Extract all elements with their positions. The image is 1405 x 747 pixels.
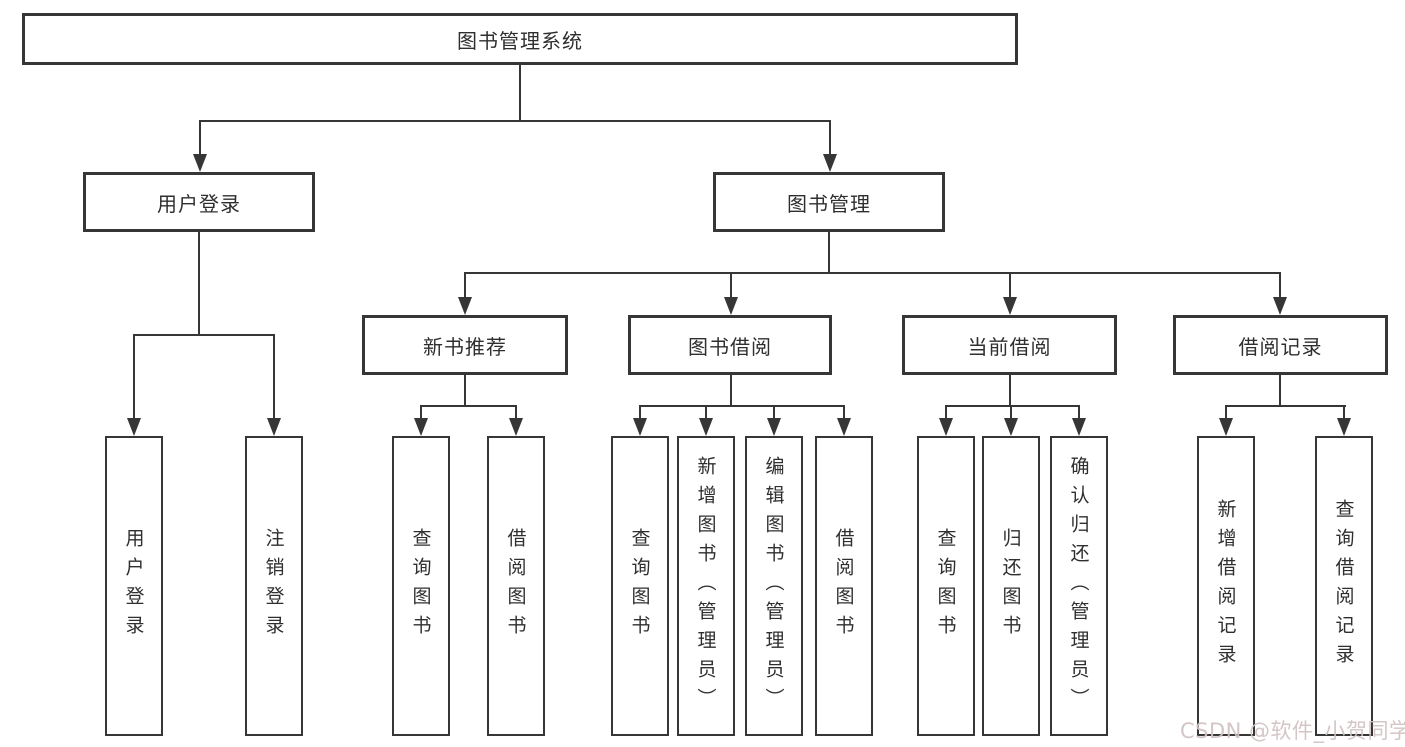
arrow-down-icon [767, 418, 781, 436]
arrow-down-icon [939, 418, 953, 436]
connector-bus [1225, 405, 1346, 407]
arrow-down-icon [1004, 418, 1018, 436]
arrow-down-icon [127, 418, 141, 436]
connector-root-bus [199, 120, 831, 122]
connector-drop [1078, 405, 1080, 421]
node-book-management: 图书管理 [713, 172, 945, 232]
connector-drop [730, 272, 732, 300]
leaf-label: 新增图书（管理员） [694, 455, 717, 717]
arrow-down-icon [837, 418, 851, 436]
leaf-query-borrow-record: 查询借阅记录 [1315, 436, 1373, 736]
arrow-down-icon [1072, 418, 1086, 436]
node-new-book-recommend: 新书推荐 [362, 315, 568, 375]
leaf-borrow-book: 借阅图书 [815, 436, 873, 736]
connector-drop [829, 120, 831, 158]
arrow-down-icon [1219, 418, 1233, 436]
node-book-borrowing: 图书借阅 [628, 315, 832, 375]
connector-drop [464, 272, 466, 300]
connector-drop [639, 405, 641, 421]
leaf-add-book-admin: 新增图书（管理员） [677, 436, 735, 736]
watermark: CSDN @软件_小贺同学 [1180, 719, 1405, 743]
leaf-label: 确认归还（管理员） [1067, 455, 1090, 717]
leaf-label: 新增借阅记录 [1214, 499, 1237, 673]
connector-bus [464, 272, 1281, 274]
leaf-query-book-borrowing: 查询图书 [611, 436, 669, 736]
connector-stem [1009, 375, 1011, 407]
connector-stem [828, 232, 830, 274]
leaf-logout: 注销登录 [245, 436, 303, 736]
leaf-label: 借阅图书 [832, 528, 855, 644]
connector-drop [1343, 405, 1345, 421]
arrow-down-icon [724, 297, 738, 315]
leaf-edit-book-admin: 编辑图书（管理员） [745, 436, 803, 736]
node-user-login: 用户登录 [83, 172, 315, 232]
arrow-down-icon [414, 418, 428, 436]
connector-bus [133, 334, 275, 336]
connector-bus [639, 405, 845, 407]
leaf-label: 注销登录 [262, 528, 285, 644]
leaf-user-login: 用户登录 [105, 436, 163, 736]
arrow-down-icon [267, 418, 281, 436]
leaf-label: 借阅图书 [504, 528, 527, 644]
leaf-query-book-recommend: 查询图书 [392, 436, 450, 736]
connector-drop [945, 405, 947, 421]
node-library-management-system: 图书管理系统 [22, 13, 1018, 65]
arrow-down-icon [633, 418, 647, 436]
connector-stem [1279, 375, 1281, 407]
arrow-down-icon [699, 418, 713, 436]
connector-drop [705, 405, 707, 421]
leaf-label: 查询借阅记录 [1332, 499, 1355, 673]
connector-drop [843, 405, 845, 421]
leaf-add-borrow-record: 新增借阅记录 [1197, 436, 1255, 736]
connector-stem [730, 375, 732, 407]
connector-drop [515, 405, 517, 421]
leaf-label: 查询图书 [934, 528, 957, 644]
leaf-return-book: 归还图书 [982, 436, 1040, 736]
leaf-borrow-book-recommend: 借阅图书 [487, 436, 545, 736]
connector-stem [464, 375, 466, 407]
connector-drop [133, 334, 135, 420]
connector-drop [1225, 405, 1227, 421]
leaf-label: 查询图书 [409, 528, 432, 644]
connector-drop [1279, 272, 1281, 300]
connector-drop [273, 334, 275, 420]
leaf-label: 用户登录 [122, 528, 145, 644]
node-borrowing-records: 借阅记录 [1173, 315, 1388, 375]
leaf-confirm-return-admin: 确认归还（管理员） [1050, 436, 1108, 736]
connector-drop [420, 405, 422, 421]
leaf-label: 编辑图书（管理员） [762, 455, 785, 717]
leaf-query-book-current: 查询图书 [917, 436, 975, 736]
arrow-down-icon [193, 154, 207, 172]
arrow-down-icon [1003, 297, 1017, 315]
connector-bus [420, 405, 517, 407]
connector-drop [1009, 272, 1011, 300]
arrow-down-icon [458, 297, 472, 315]
node-current-borrowing: 当前借阅 [902, 315, 1117, 375]
arrow-down-icon [823, 154, 837, 172]
connector-root-stem [519, 65, 521, 122]
connector-drop [199, 120, 201, 158]
connector-drop [773, 405, 775, 421]
connector-bus [945, 405, 1080, 407]
arrow-down-icon [1273, 297, 1287, 315]
leaf-label: 归还图书 [999, 528, 1022, 644]
arrow-down-icon [509, 418, 523, 436]
connector-drop [1010, 405, 1012, 421]
arrow-down-icon [1337, 418, 1351, 436]
connector-stem [198, 232, 200, 336]
leaf-label: 查询图书 [628, 528, 651, 644]
